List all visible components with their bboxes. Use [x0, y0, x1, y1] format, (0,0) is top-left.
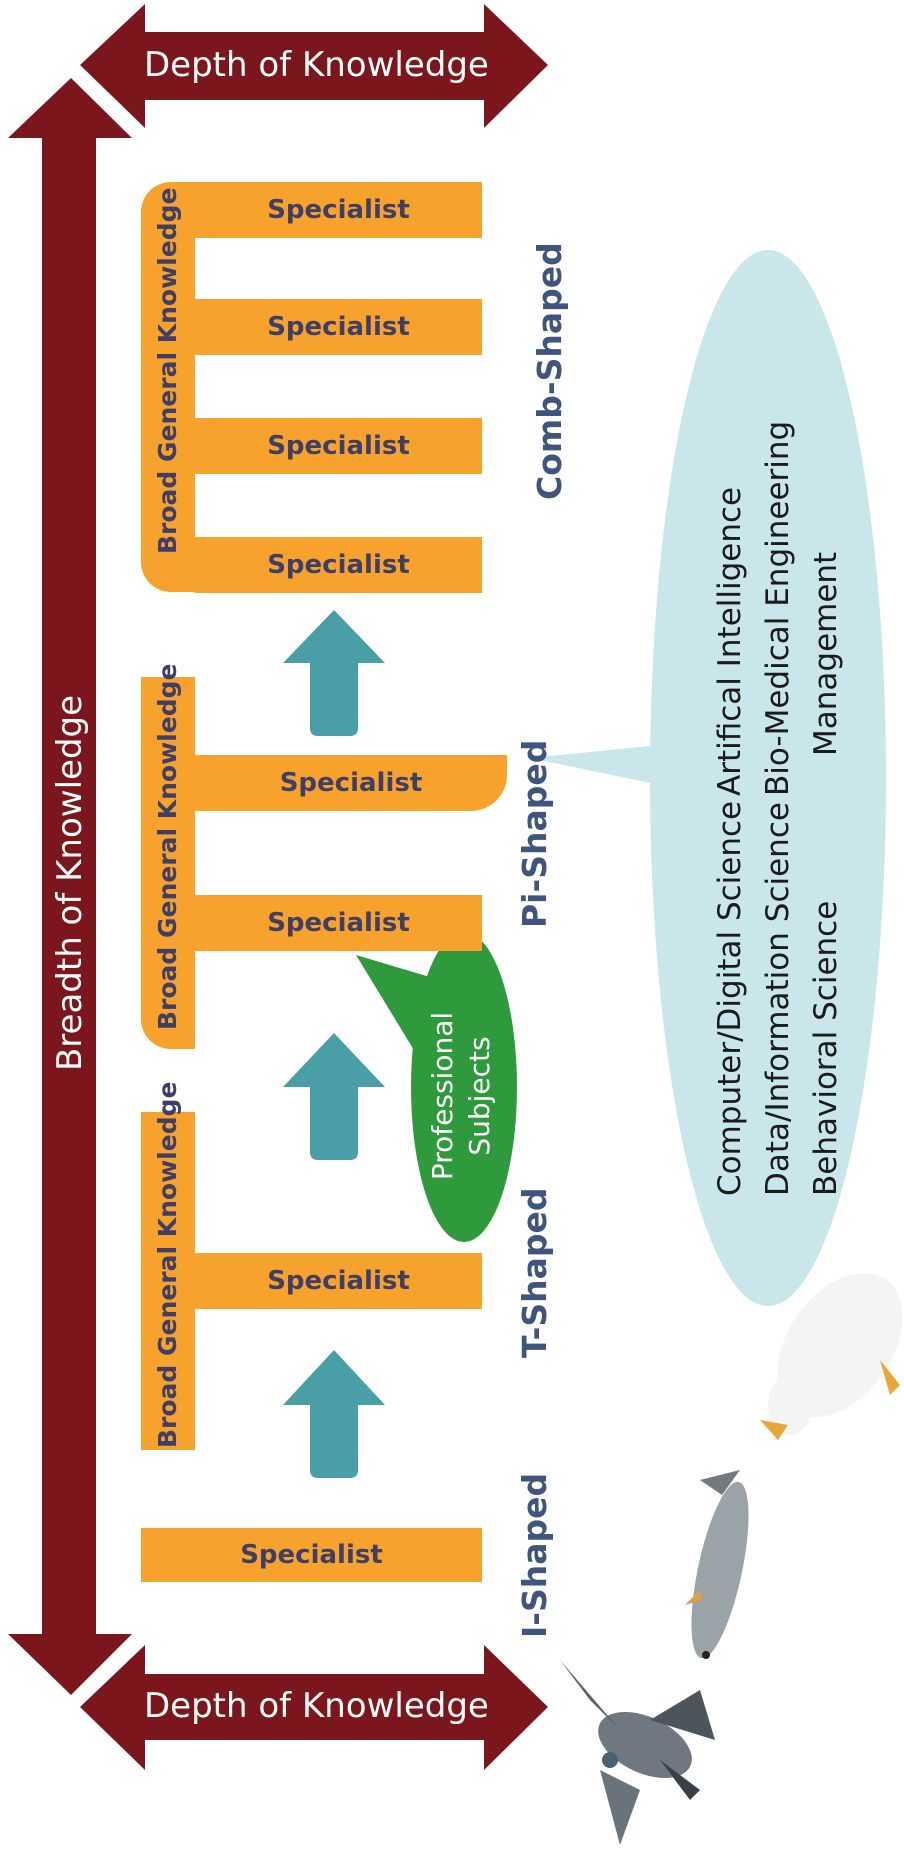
comb-shaped-specialist-4: Specialist	[195, 537, 482, 593]
subject-management: Management	[808, 551, 844, 756]
subjects-row-1: Computer/Digital Science Artifical Intel…	[706, 408, 754, 1196]
progress-arrow-3	[283, 610, 385, 736]
comb-shaped-label: Comb-Shaped	[530, 242, 569, 500]
progress-arrow-2	[283, 1033, 385, 1160]
comb-shaped-specialist-1: Specialist	[195, 182, 482, 238]
pigeon-icon	[560, 1660, 715, 1845]
pi-shaped-specialist-1: Specialist	[195, 755, 507, 811]
subjects-row-3: Behavioral Science Management	[802, 408, 850, 1196]
t-shaped-specialist: Specialist	[195, 1253, 482, 1309]
depth-arrow-bottom	[80, 1645, 548, 1770]
pi-shaped-general-bar	[141, 677, 195, 1049]
subject-computer-digital-science: Computer/Digital Science	[712, 800, 748, 1196]
pi-shaped-label: Pi-Shaped	[515, 739, 554, 928]
t-shaped-label: T-Shaped	[515, 1187, 554, 1358]
subjects-row-2: Data/Information Science Bio-Medical Eng…	[754, 408, 802, 1196]
pi-shaped-specialist-2: Specialist	[195, 895, 482, 951]
breadth-arrow	[8, 78, 132, 1695]
fish-icon	[685, 1470, 749, 1659]
comb-shaped-specialist-3: Specialist	[195, 418, 482, 474]
progress-arrow-1	[283, 1350, 385, 1478]
depth-arrow-top	[80, 4, 548, 128]
comb-shaped-specialist-2: Specialist	[195, 299, 482, 355]
subject-data-information-science: Data/Information Science	[760, 802, 796, 1196]
subject-behavioral-science: Behavioral Science	[808, 900, 844, 1196]
comb-shaped-general-bar	[141, 182, 195, 592]
professional-line-2: Subjects	[463, 1036, 496, 1156]
i-shaped-label: I-Shaped	[515, 1472, 554, 1638]
subject-ai: Artifical Intelligence	[712, 486, 748, 796]
i-shaped-specialist: Specialist	[141, 1528, 482, 1582]
t-shaped-general-bar	[141, 1112, 195, 1450]
depth-label-top: Depth of Knowledge	[144, 45, 489, 85]
professional-bubble	[356, 932, 517, 1242]
professional-subjects-text: Professional Subjects	[424, 1001, 504, 1191]
subjects-list: Computer/Digital Science Artifical Intel…	[706, 408, 856, 1196]
professional-line-1: Professional	[426, 1011, 459, 1181]
subject-bio-medical-engineering: Bio-Medical Engineering	[760, 420, 796, 796]
subjects-bubble	[530, 250, 886, 1306]
duck-icon	[760, 1272, 903, 1440]
pi-shaped-general-label: Broad General Knowledge	[153, 663, 182, 1030]
depth-label-bottom: Depth of Knowledge	[144, 1686, 489, 1726]
comb-shaped-general-label: Broad General Knowledge	[153, 187, 182, 554]
t-shaped-general-label: Broad General Knowledge	[153, 1081, 182, 1448]
breadth-label: Breadth of Knowledge	[50, 694, 90, 1072]
